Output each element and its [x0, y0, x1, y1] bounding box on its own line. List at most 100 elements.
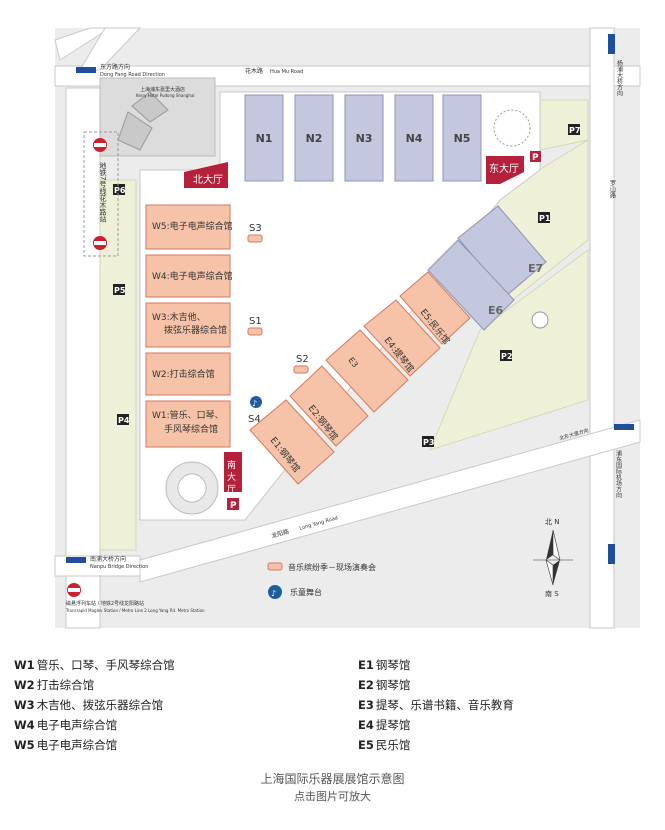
svg-text:N4: N4 [406, 132, 423, 145]
compass-icon: 北 N 南 S [533, 518, 573, 598]
svg-text:北大厅: 北大厅 [193, 173, 223, 186]
west-pink-halls [145, 204, 231, 448]
svg-text:P1: P1 [539, 214, 551, 223]
roundabout-east [493, 109, 531, 147]
exhibition-ground [139, 91, 541, 521]
svg-text:磁悬浮列车站 / 地铁2号线龙阳路站: 磁悬浮列车站 / 地铁2号线龙阳路站 [66, 600, 144, 607]
svg-text:P: P [532, 153, 539, 163]
stage-s4-icon [250, 396, 262, 408]
svg-text:W2:打击综合馆: W2:打击综合馆 [152, 368, 215, 380]
roads [54, 27, 641, 629]
roundabout-small [531, 311, 549, 329]
entrance-south [224, 452, 242, 492]
map-caption-title: 上海国际乐器展展馆示意图 [260, 772, 405, 786]
metro-station: 地铁7号线花木路站 [83, 131, 119, 257]
svg-text:上海浦东嘉里大酒店: 上海浦东嘉里大酒店 [140, 86, 185, 93]
svg-text:N5: N5 [454, 132, 471, 145]
hall-n2 [294, 94, 334, 182]
map-caption-subtitle[interactable]: 点击图片可放大 [294, 790, 371, 803]
stage-s3 [247, 234, 263, 243]
svg-text:Kerry Hotel Pudong Shanghai: Kerry Hotel Pudong Shanghai [136, 93, 195, 98]
stage-s2 [293, 365, 309, 374]
svg-text:P: P [230, 501, 237, 511]
svg-text:北 N: 北 N [545, 518, 559, 526]
svg-text:南 S: 南 S [545, 589, 559, 598]
svg-text:Transrapid Maglev Station / Me: Transrapid Maglev Station / Metro Line 2… [65, 608, 205, 613]
north-halls: N1 N2 N3 N4 N5 [244, 94, 482, 182]
svg-text:手风琴综合馆: 手风琴综合馆 [164, 423, 218, 435]
svg-text:S3: S3 [249, 223, 262, 234]
hall-n1 [244, 94, 284, 182]
svg-text:浦东国际机场方向: 浦东国际机场方向 [615, 449, 622, 498]
svg-text:Hua Mu Road: Hua Mu Road [270, 69, 303, 75]
map-legend: 音乐缤纷季－现场演奏会 ♪ 乐童舞台 [267, 562, 376, 599]
svg-text:杨浦大桥方向: 杨浦大桥方向 [616, 59, 623, 96]
svg-text:P5: P5 [114, 286, 126, 295]
hall-w2 [145, 352, 231, 396]
exhibition-map: N1 N2 N3 N4 N5 E7 E6 E5:民乐馆 E4:提琴馆 E3 E2… [54, 27, 641, 629]
hall-w5 [145, 204, 231, 250]
parking-labels: P1 P2 P3 P4 P5 P6 P7 [113, 124, 580, 447]
svg-text:Dong Fang Road Direction: Dong Fang Road Direction [100, 72, 165, 78]
svg-text:罗山路: 罗山路 [609, 180, 616, 199]
svg-text:南: 南 [227, 459, 236, 471]
entrances: 北大厅 东大厅 南 大 厅 P P [184, 151, 541, 511]
entrance-east [486, 156, 524, 184]
hall-n3 [344, 94, 384, 182]
hotel-block [99, 77, 216, 157]
hall-n4 [394, 94, 434, 182]
svg-text:Nanpu Bridge Direction: Nanpu Bridge Direction [90, 564, 148, 570]
svg-text:花木路: 花木路 [245, 67, 263, 75]
svg-text:S1: S1 [249, 316, 262, 327]
svg-text:S2: S2 [296, 354, 309, 365]
svg-text:拨弦乐器综合馆: 拨弦乐器综合馆 [164, 324, 227, 336]
svg-text:W3:木吉他、: W3:木吉他、 [152, 311, 206, 323]
svg-text:东方路方向: 东方路方向 [100, 63, 130, 71]
svg-text:大: 大 [227, 471, 236, 483]
svg-text:N3: N3 [356, 132, 373, 145]
svg-text:♪: ♪ [252, 399, 257, 408]
svg-text:P2: P2 [501, 352, 512, 361]
svg-text:S4: S4 [248, 414, 261, 425]
svg-text:E7: E7 [528, 262, 543, 275]
svg-text:南浦大桥方向: 南浦大桥方向 [90, 555, 126, 563]
hall-e1 [249, 399, 335, 485]
west-hall-labels: W5:电子电声综合馆 W4:电子电声综合馆 W3:木吉他、 拨弦乐器综合馆 W2… [152, 220, 233, 435]
svg-text:N2: N2 [306, 132, 323, 145]
svg-text:音乐缤纷季－现场演奏会: 音乐缤纷季－现场演奏会 [288, 562, 376, 572]
svg-text:W5:电子电声综合馆: W5:电子电声综合馆 [152, 220, 233, 232]
hall-w1 [145, 400, 231, 448]
svg-text:W1:管乐、口琴、: W1:管乐、口琴、 [152, 409, 224, 421]
stage-s1 [247, 327, 263, 336]
svg-text:N1: N1 [256, 132, 273, 145]
hall-w3 [145, 302, 231, 348]
east-blue-halls: E7 E6 [427, 205, 547, 331]
hall-w4 [145, 254, 231, 298]
svg-text:P6: P6 [114, 186, 126, 195]
svg-text:厅: 厅 [227, 484, 236, 495]
hall-n5 [442, 94, 482, 182]
hall-e4 [363, 299, 441, 377]
hall-e2 [289, 365, 369, 447]
svg-text:P4: P4 [118, 416, 130, 425]
svg-text:东大厅: 东大厅 [489, 162, 519, 175]
svg-text:乐童舞台: 乐童舞台 [290, 587, 322, 597]
svg-text:W4:电子电声综合馆: W4:电子电声综合馆 [152, 270, 233, 282]
hall-e3 [325, 329, 409, 413]
svg-text:♪: ♪ [271, 589, 276, 598]
stages: S3 S1 S2 ♪ S4 [247, 223, 309, 425]
east-pink-halls: E5:民乐馆 E4:提琴馆 E3 E2:钢琴馆 E1:钢琴馆 [249, 271, 471, 485]
svg-text:E6: E6 [488, 304, 504, 317]
